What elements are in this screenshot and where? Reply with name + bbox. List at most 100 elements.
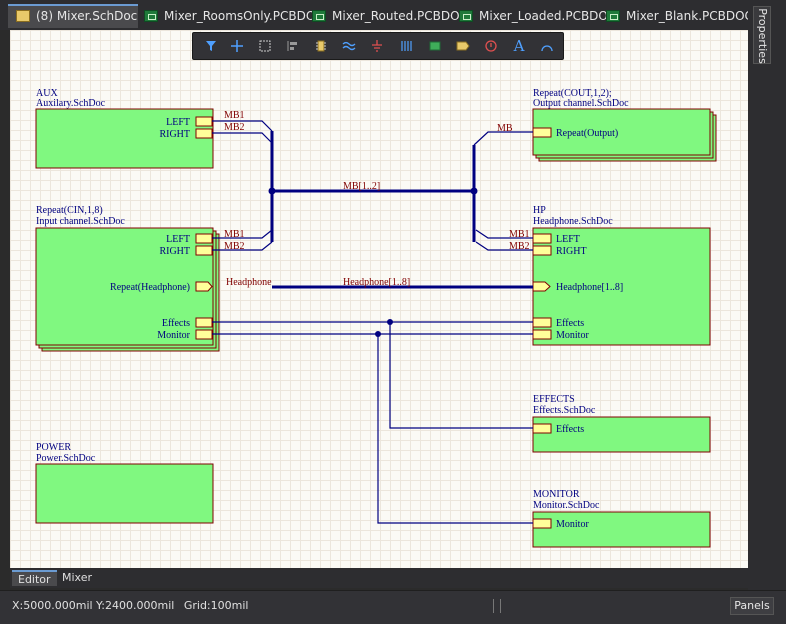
part-icon[interactable] [311,37,331,55]
sheet-designator: HP [533,205,546,216]
sheet-symbol-aux[interactable]: AUX Auxilary.SchDoc [36,88,213,168]
entry-label: Repeat(Output) [556,128,618,139]
sheet-entry-input-headphone[interactable]: Repeat(Headphone) [110,282,212,293]
sheet-filename: Auxilary.SchDoc [36,98,106,109]
bottom-tab-bar: Editor Mixer [10,568,748,588]
entry-label: Monitor [157,330,190,341]
sheet-designator: EFFECTS [533,394,575,405]
sheet-filename: Monitor.SchDoc [533,500,600,511]
entry-label: Effects [556,318,584,329]
align-icon[interactable] [283,37,303,55]
net-label-headphone: Headphone [226,277,272,288]
net-label-out-mb: MB [497,123,513,134]
sheet-entry-aux-right[interactable]: RIGHT [159,129,212,140]
sheet-symbol-icon[interactable] [425,37,445,55]
sheet-designator: MONITOR [533,489,580,500]
tab-editor[interactable]: Editor [12,570,57,586]
entry-label: RIGHT [159,129,190,140]
junctions [269,188,478,338]
sheet-symbol-input[interactable]: Repeat(CIN,1,8) Input channel.SchDoc [36,205,219,351]
sheet-entry-hp-monitor[interactable]: Monitor [533,330,589,341]
sheet-filename: Output channel.SchDoc [533,98,629,109]
cursor-coordinates: X:5000.000mil Y:2400.000mil [12,599,174,612]
sheet-symbol-monitor[interactable]: MONITOR Monitor.SchDoc [533,489,710,547]
sheet-designator: Repeat(CIN,1,8) [36,205,103,216]
entry-label: Repeat(Headphone) [110,282,190,293]
tab-mixer-schdoc[interactable]: (8) Mixer.SchDoc ▼ [16,6,152,26]
pcb-doc-icon [144,10,158,22]
entry-label: LEFT [166,117,190,128]
tab-label: (8) Mixer.SchDoc [36,9,137,23]
active-bar-toolbar: A [192,32,564,60]
select-rect-icon[interactable] [255,37,275,55]
tab-mixer-blank[interactable]: Mixer_Blank.PCBDOC [606,6,753,26]
sheet-designator: POWER [36,442,71,453]
net-label-aux-mb2: MB2 [224,122,245,133]
net-label-in-mb2: MB2 [224,241,245,252]
entry-label: RIGHT [556,246,587,257]
no-erc-icon[interactable] [481,37,501,55]
tab-mixer-routed[interactable]: Mixer_Routed.PCBDOC [312,6,468,26]
tab-mixer-roomsonly[interactable]: Mixer_RoomsOnly.PCBDOC [144,6,324,26]
tab-label: Mixer_Routed.PCBDOC [332,9,468,23]
status-divider [493,599,501,613]
status-bar: X:5000.000mil Y:2400.000mil Grid:100mil … [0,590,786,624]
net-label-headphone-bus: Headphone[1..8] [343,277,410,288]
sheet-symbol-power[interactable]: POWER Power.SchDoc [36,442,213,523]
entry-label: Effects [556,424,584,435]
net-label-hp-mb1: MB1 [509,229,530,240]
filter-icon[interactable] [201,37,221,55]
sheet-entry-input-left[interactable]: LEFT [166,234,212,245]
sheet-symbol-effects[interactable]: EFFECTS Effects.SchDoc [533,394,710,452]
entry-label: LEFT [556,234,580,245]
tab-mixer[interactable]: Mixer [56,570,98,586]
right-panel-strip [748,0,786,590]
properties-label: Properties [753,7,771,65]
entry-label: Monitor [556,330,589,341]
pcb-doc-icon [606,10,620,22]
net-label-in-mb1: MB1 [224,229,245,240]
status-readout: X:5000.000mil Y:2400.000mil Grid:100mil [12,599,248,612]
sheet-entry-hp-effects[interactable]: Effects [533,318,584,329]
tab-mixer-loaded[interactable]: Mixer_Loaded.PCBDOC [459,6,616,26]
ground-icon[interactable] [367,37,387,55]
sheet-entry-hp-right[interactable]: RIGHT [533,246,587,257]
entry-label: RIGHT [159,246,190,257]
properties-panel-tab[interactable]: Properties [753,6,771,64]
pcb-doc-icon [459,10,473,22]
bus-icon[interactable] [339,37,359,55]
sheet-entry-hp-left[interactable]: LEFT [533,234,580,245]
pcb-doc-icon [312,10,326,22]
schematic-doc-icon [16,10,30,22]
buses[interactable] [272,131,533,287]
entry-label: Monitor [556,519,589,530]
move-icon[interactable] [227,37,247,55]
text-icon[interactable]: A [509,37,529,55]
sheet-symbol-output[interactable]: Repeat(COUT,1,2); Output channel.SchDoc [533,88,716,161]
sheet-entry-output[interactable]: Repeat(Output) [533,128,618,139]
tab-label: Mixer_RoomsOnly.PCBDOC [164,9,324,23]
tab-label: Mixer_Blank.PCBDOC [626,9,753,23]
entry-label: Effects [162,318,190,329]
net-label-bus: MB[1..2] [343,181,380,192]
sheet-entry-monitor[interactable]: Monitor [533,519,589,530]
entry-label: LEFT [166,234,190,245]
net-label-hp-mb2: MB2 [509,241,530,252]
port-icon[interactable] [453,37,473,55]
sheet-filename: Power.SchDoc [36,453,96,464]
sheet-entry-aux-left[interactable]: LEFT [166,117,212,128]
schematic-canvas[interactable]: AUX Auxilary.SchDoc LEFT RIGHT Repeat(CO… [10,30,748,568]
sheet-entry-input-effects[interactable]: Effects [162,318,212,329]
sheet-filename: Input channel.SchDoc [36,216,125,227]
document-tab-bar: (8) Mixer.SchDoc ▼ Mixer_RoomsOnly.PCBDO… [0,0,748,30]
panels-button[interactable]: Panels [730,597,774,615]
sheet-filename: Effects.SchDoc [533,405,596,416]
sheet-entry-input-right[interactable]: RIGHT [159,246,212,257]
sheet-filename: Headphone.SchDoc [533,216,613,227]
arc-icon[interactable] [537,37,557,55]
harness-icon[interactable] [397,37,417,55]
sheet-entry-input-monitor[interactable]: Monitor [157,330,212,341]
net-label-aux-mb1: MB1 [224,110,245,121]
sheet-entry-effects[interactable]: Effects [533,424,584,435]
grid-size: Grid:100mil [184,599,249,612]
